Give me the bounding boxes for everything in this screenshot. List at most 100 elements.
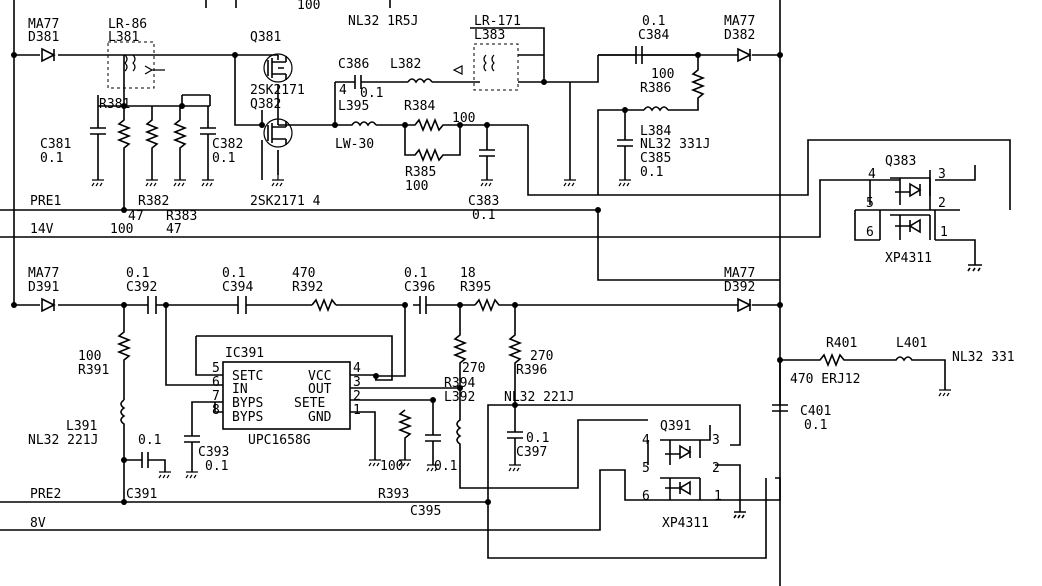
l383-box: [473, 43, 519, 91]
d382-ref: D382: [724, 28, 755, 43]
c395: [425, 400, 441, 465]
r401-val: 470 ERJ12: [790, 372, 860, 387]
l391-type: NL32 221J: [28, 433, 98, 448]
r392: [311, 297, 337, 313]
r381-val: 47: [128, 209, 144, 224]
ic-vcc: VCC: [308, 369, 331, 384]
v8-line: [0, 469, 781, 531]
r392-ref: R392: [292, 280, 323, 295]
r385-ref: R385: [405, 165, 436, 180]
d391-ref: D391: [28, 280, 59, 295]
r384-val: 100: [452, 111, 475, 126]
l401-ref: L401: [896, 336, 927, 351]
d392-ref: D392: [724, 280, 755, 295]
top-stage: [0, 0, 1011, 586]
q391-p5: 5: [642, 461, 650, 476]
c397-ref: C397: [516, 445, 547, 460]
ic-gnd: GND: [308, 410, 332, 425]
q383-p2: 2: [938, 196, 946, 211]
q391-p3: 3: [712, 433, 720, 448]
labels: 100 MA77 D381 LR-86 L381 Q381 2SK2171 Q3…: [28, 0, 1015, 531]
l382-type: NL32 1R5J: [348, 14, 418, 29]
c392-val: 0.1: [126, 266, 149, 281]
ic-byps1: BYPS: [232, 396, 263, 411]
l401-type: NL32 331: [952, 350, 1015, 365]
q383-p3: 3: [938, 167, 946, 182]
ground-c383: [480, 179, 493, 187]
d391-symbol: [41, 297, 56, 313]
c386-val: 0.1: [360, 86, 383, 101]
ic-p4: 4: [353, 361, 361, 376]
l381-leads: [97, 55, 211, 107]
r394-val: 270: [462, 361, 485, 376]
c391-ref: C391: [126, 487, 157, 502]
c393-val: 0.1: [205, 459, 228, 474]
d382-symbol: [737, 47, 752, 63]
l381-box: [107, 41, 155, 89]
q383-part: XP4311: [885, 251, 932, 266]
r401-ref: R401: [826, 336, 857, 351]
pre2-label: PRE2: [30, 487, 61, 502]
c382-val: 0.1: [212, 151, 235, 166]
c396-ref: C396: [404, 280, 435, 295]
ic391-body[interactable]: [222, 361, 351, 430]
ic-p5: 5: [212, 361, 220, 376]
ground-c395: [426, 464, 439, 472]
d392-type: MA77: [724, 266, 755, 281]
l383-coil: [452, 54, 495, 75]
r382-ref: R382: [138, 194, 169, 209]
pre1-line: [0, 209, 780, 281]
c381: [90, 106, 106, 180]
r386: [597, 55, 706, 195]
c392-ref: C392: [126, 280, 157, 295]
l384-ref: L384: [640, 124, 671, 139]
ic-setc: SETC: [232, 369, 263, 384]
ic-in: IN: [232, 382, 248, 397]
ic-in-wiring: [165, 305, 393, 430]
q383-p1: 1: [940, 225, 948, 240]
l383-ref: L383: [474, 28, 505, 43]
l383-type: LR-171: [474, 14, 521, 29]
q381-q382-wiring: [234, 54, 335, 180]
c397-val: 0.1: [526, 431, 549, 446]
l384: [643, 106, 669, 112]
c384: [598, 46, 698, 64]
ground-c391: [158, 471, 171, 479]
c382: [200, 106, 216, 180]
pre2-drop: [487, 478, 767, 559]
ground-q382: [271, 150, 284, 187]
r391-ref: R391: [78, 363, 109, 378]
c385-val: 0.1: [640, 165, 663, 180]
v14-line: [0, 179, 870, 238]
r382: [144, 106, 160, 180]
ic-byps2: BYPS: [232, 410, 263, 425]
r385-val: 100: [405, 179, 428, 194]
q391-part: XP4311: [662, 516, 709, 531]
c401-ref: C401: [800, 404, 831, 419]
ic-p8: 8: [212, 403, 220, 418]
c384-val: 0.1: [642, 14, 665, 29]
q382-symbol: [263, 118, 293, 148]
l381-coil: [124, 54, 165, 75]
d381-symbol: [41, 47, 56, 63]
r383-ref: R383: [166, 209, 197, 224]
r384-ref: R384: [404, 99, 435, 114]
l392b: [456, 388, 648, 489]
r392-val: 470: [292, 266, 315, 281]
c394: [237, 296, 247, 314]
c401: [772, 360, 788, 412]
r383-val: 47: [166, 222, 182, 237]
ic391-ref: IC391: [225, 346, 264, 361]
d381-type: MA77: [28, 17, 59, 32]
q381-ref: Q381: [250, 30, 281, 45]
q383-p5: 5: [866, 196, 874, 211]
c397: [507, 405, 523, 465]
q383-p4: 4: [868, 167, 876, 182]
l391: [120, 399, 126, 505]
ic391-part: UPC1658G: [248, 433, 311, 448]
q382-ref: Q382: [250, 97, 281, 112]
ground-l401: [938, 389, 951, 397]
q383-block: [854, 165, 982, 272]
d381-ref: D381: [28, 30, 59, 45]
c386-l382: [334, 75, 480, 125]
